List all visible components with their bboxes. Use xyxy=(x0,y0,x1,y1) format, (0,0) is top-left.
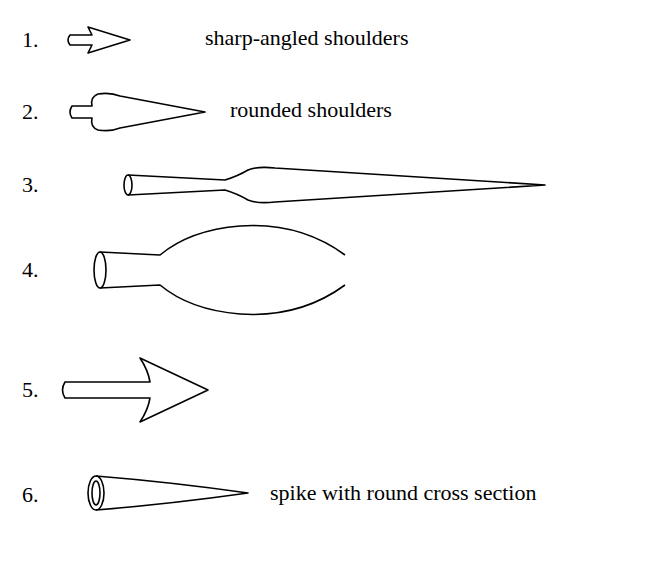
item-number: 5. xyxy=(22,379,39,401)
item-number: 2. xyxy=(22,101,39,123)
spearhead-rounded-shoulders xyxy=(70,93,205,130)
shape-caption: rounded shoulders xyxy=(230,99,392,121)
leaf-socketed-head xyxy=(94,226,345,315)
item-number: 4. xyxy=(22,259,39,281)
socketed-spear xyxy=(124,167,545,202)
item-number: 6. xyxy=(22,484,39,506)
shape-caption: sharp-angled shoulders xyxy=(205,27,408,49)
round-spike xyxy=(88,476,248,510)
item-number: 1. xyxy=(22,29,39,51)
shape-caption: spike with round cross section xyxy=(270,482,536,504)
spearhead-sharp-shoulders xyxy=(68,27,130,53)
arrow-shape xyxy=(63,358,209,422)
item-number: 3. xyxy=(22,174,39,196)
